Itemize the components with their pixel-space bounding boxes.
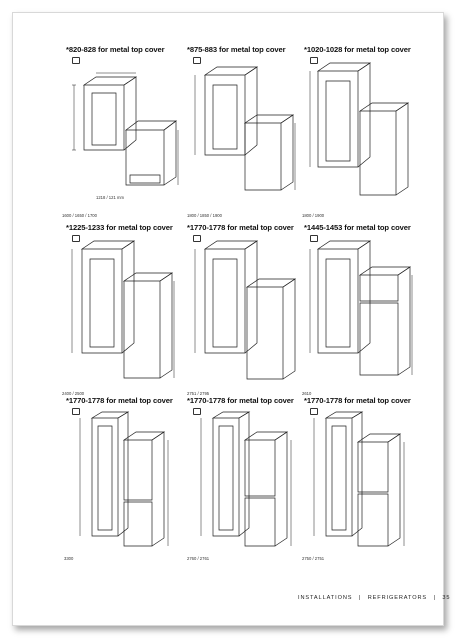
cell-title: *1445-1453 for metal top cover xyxy=(304,223,411,232)
door-icon xyxy=(310,57,318,64)
installation-diagram xyxy=(313,411,405,547)
diagram-cell-1: *820-828 for metal top cover 1218 / 121 … xyxy=(62,45,188,223)
door-icon xyxy=(310,235,318,242)
door-icon xyxy=(193,57,201,64)
diagram-cell-5: *1770-1778 for metal top cover 2751 / 27… xyxy=(187,223,309,401)
cell-title: *1225-1233 for metal top cover xyxy=(66,223,173,232)
diagram-cell-9: *1770-1778 for metal top cover 2750 / 27… xyxy=(302,396,426,574)
installation-diagram xyxy=(194,66,296,191)
door-icon xyxy=(193,235,201,242)
model-numbers: 1600 / 1650 / 1700 xyxy=(62,213,97,218)
cell-title: *1770-1778 for metal top cover xyxy=(187,223,294,232)
diagram-cell-2: *875-883 for metal top cover 1800 / 1850… xyxy=(187,45,309,223)
cell-title: *875-883 for metal top cover xyxy=(187,45,286,54)
cell-title: *1020-1028 for metal top cover xyxy=(304,45,411,54)
diagram-cell-3: *1020-1028 for metal top cover 1800 / 19… xyxy=(302,45,426,223)
diagram-cell-8: *1770-1778 for metal top cover 2760 / 27… xyxy=(187,396,309,574)
door-icon xyxy=(72,408,80,415)
model-numbers: 1800 / 1900 xyxy=(302,213,325,218)
model-numbers: 1800 / 1850 / 1900 xyxy=(187,213,222,218)
cell-title: *820-828 for metal top cover xyxy=(66,45,165,54)
cell-title: *1770-1778 for metal top cover xyxy=(304,396,411,405)
model-numbers: 2751 / 2795 xyxy=(187,391,210,396)
diagram-cell-4: *1225-1233 for metal top cover 2400 / 25… xyxy=(62,223,188,401)
model-numbers: 2400 / 2500 xyxy=(62,391,85,396)
cell-title: *1770-1778 for metal top cover xyxy=(66,396,173,405)
diagram-cell-7: *1770-1778 for metal top cover 3300 xyxy=(64,396,188,574)
page-number: 35 xyxy=(442,595,451,601)
footer-category: REFRIGERATORS xyxy=(367,595,428,601)
installation-diagram xyxy=(309,62,410,196)
diagram-cell-6: *1445-1453 for metal top cover 2610 xyxy=(302,223,426,401)
installation-diagram xyxy=(194,240,297,380)
footer-separator: | xyxy=(358,595,362,601)
model-numbers: 2750 / 2751 xyxy=(302,556,325,561)
dimension-label: 1218 / 121 mm xyxy=(96,195,124,200)
model-numbers: 2610 xyxy=(302,391,312,396)
model-numbers: 2760 / 2761 xyxy=(187,556,210,561)
installation-diagram xyxy=(79,411,169,547)
door-icon xyxy=(310,408,318,415)
cell-title: *1770-1778 for metal top cover xyxy=(187,396,294,405)
document-page: *820-828 for metal top cover 1218 / 121 … xyxy=(12,12,449,626)
page-footer: INSTALLATIONS | REFRIGERATORS | 35 xyxy=(298,595,454,601)
installation-diagram xyxy=(71,240,175,379)
footer-section: INSTALLATIONS xyxy=(298,595,353,601)
door-icon xyxy=(193,408,201,415)
installation-diagram xyxy=(72,72,179,186)
footer-separator-2: | xyxy=(433,595,436,601)
installation-diagram xyxy=(200,411,292,547)
installation-diagram xyxy=(309,240,413,376)
model-numbers: 3300 xyxy=(64,556,74,561)
door-icon xyxy=(72,57,80,64)
door-icon xyxy=(72,235,80,242)
